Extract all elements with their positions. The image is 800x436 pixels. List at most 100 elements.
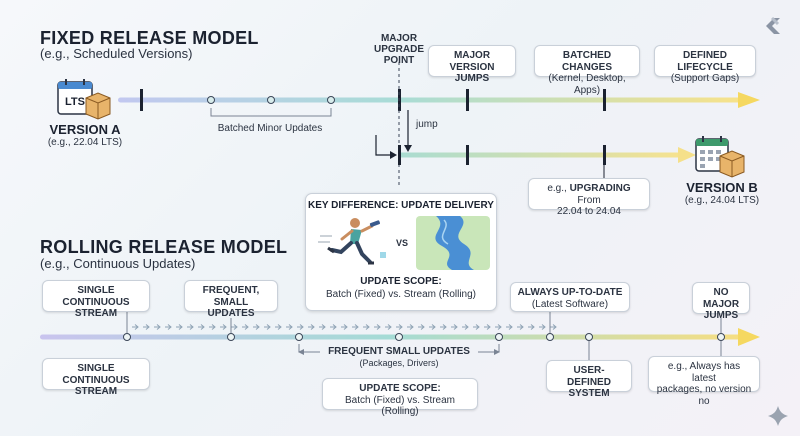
stream-chevron-head: [387, 324, 392, 330]
stream-chevron-head: [541, 324, 546, 330]
single-stream-top-box: SINGLE CONTINUOUS STREAM: [42, 280, 150, 319]
stream-chevron-head: [475, 324, 480, 330]
sparkle-logo-icon: [766, 404, 790, 428]
stream-chevron-head: [310, 324, 315, 330]
batched-minor-bracket: [210, 108, 332, 117]
stream-chevron-head: [497, 324, 502, 330]
major-version-jumps-box: MAJOR VERSION JUMPS: [428, 45, 516, 84]
stream-chevron-head: [486, 324, 491, 330]
major-upgrade-point-label: MAJOR UPGRADE POINT: [373, 33, 424, 66]
rolling-dot: [295, 333, 303, 341]
stream-chevron-head: [299, 324, 304, 330]
version-a-label: VERSION A: [49, 122, 121, 137]
frequent-small-updates-label: FREQUENT SMALL UPDATES (Packages, Driver…: [328, 346, 470, 368]
rolling-model-subtitle: (e.g., Continuous Updates): [40, 256, 196, 271]
rolling-dot: [495, 333, 503, 341]
stream-chevron-head: [134, 324, 139, 330]
stream-chevron-head: [431, 324, 436, 330]
minor-update-dot: [327, 96, 335, 104]
stream-chevron-head: [266, 324, 271, 330]
stream-chevron-head: [376, 324, 381, 330]
stream-chevron-head: [464, 324, 469, 330]
rolling-timeline-line: [40, 334, 740, 340]
stream-chevrons: [132, 324, 557, 330]
branch-arrow: [375, 135, 392, 156]
rolling-dot: [546, 333, 554, 341]
stream-chevron-head: [420, 324, 425, 330]
stream-chevron-head: [453, 324, 458, 330]
fixed-tick: [140, 89, 143, 111]
stream-chevron-head: [409, 324, 414, 330]
calendar-box-icon-b: [694, 134, 746, 178]
batched-minor-label: Batched Minor Updates: [217, 123, 323, 134]
fixed-model-subtitle: (e.g., Scheduled Versions): [40, 46, 193, 61]
river-icon: [416, 216, 490, 270]
rolling-dot: [123, 333, 131, 341]
single-stream-bottom-box: SINGLE CONTINUOUS STREAM: [42, 358, 150, 397]
upgrading-box: e.g., UPGRADING From 22.04 to 24.04: [528, 178, 650, 217]
rolling-dot: [395, 333, 403, 341]
minor-update-dot: [207, 96, 215, 104]
stream-chevron-head: [530, 324, 535, 330]
user-defined-system-box: USER-DEFINED SYSTEM: [546, 360, 632, 399]
fixed-model-title: FIXED RELEASE MODEL: [40, 28, 259, 48]
stream-chevron-head: [233, 324, 238, 330]
stream-chevron-head: [442, 324, 447, 330]
version-a-detail: (e.g., 22.04 LTS): [47, 137, 123, 148]
rolling-timeline-arrowhead: [738, 328, 760, 346]
fixed-tick: [466, 145, 469, 165]
stream-chevron-head: [365, 324, 370, 330]
stream-chevron-head: [354, 324, 359, 330]
stream-chevron-head: [277, 324, 282, 330]
frequent-small-box: FREQUENT, SMALL UPDATES: [184, 280, 278, 319]
stream-chevron-head: [167, 324, 172, 330]
no-major-jumps-box: NO MAJOR JUMPS: [692, 282, 750, 321]
key-difference-panel: KEY DIFFERENCE: UPDATE DELIVERY VS UPDAT…: [305, 193, 497, 311]
stream-chevron-head: [552, 324, 557, 330]
brand-logo-icon: [760, 12, 786, 38]
stream-chevron-head: [343, 324, 348, 330]
svg-text:LTS: LTS: [65, 96, 85, 108]
fixed-timeline-arrowhead: [738, 92, 760, 108]
fixed-tick: [398, 145, 401, 165]
rolling-dot: [585, 333, 593, 341]
key-difference-title: KEY DIFFERENCE: UPDATE DELIVERY: [308, 200, 494, 211]
fixed-tick: [603, 89, 606, 111]
fixed-tick: [466, 89, 469, 111]
jump-label: jump: [416, 119, 438, 130]
vs-label: VS: [396, 238, 409, 248]
stream-chevron-head: [508, 324, 513, 330]
stream-chevron-head: [398, 324, 403, 330]
calendar-box-icon: LTS: [56, 76, 112, 120]
stream-chevron-head: [332, 324, 337, 330]
stream-chevron-head: [189, 324, 194, 330]
fixed-tick: [603, 145, 606, 165]
stream-chevron-head: [321, 324, 326, 330]
stream-chevron-head: [519, 324, 524, 330]
version-b-detail: (e.g., 24.04 LTS): [684, 195, 760, 206]
key-scope-detail: Batch (Fixed) vs. Stream (Rolling): [325, 289, 477, 300]
minor-update-dot: [267, 96, 275, 104]
rolling-dot: [717, 333, 725, 341]
rolling-scope-box: UPDATE SCOPE: Batch (Fixed) vs. Stream (…: [322, 378, 478, 417]
stream-chevron-head: [222, 324, 227, 330]
stream-chevron-head: [145, 324, 150, 330]
defined-lifecycle-box: DEFINED LIFECYCLE (Support Gaps): [654, 45, 756, 84]
stream-chevron-head: [156, 324, 161, 330]
batched-changes-box: BATCHED CHANGES (Kernel, Desktop, Apps): [534, 45, 640, 96]
stream-chevron-head: [200, 324, 205, 330]
fixed-timeline-line-2: [398, 152, 680, 158]
rolling-model-title: ROLLING RELEASE MODEL: [40, 237, 288, 257]
always-up-to-date-box: ALWAYS UP-TO-DATE (Latest Software): [510, 282, 630, 312]
rolling-dot: [227, 333, 235, 341]
key-scope-title: UPDATE SCOPE:: [360, 276, 442, 287]
version-b-label: VERSION B: [686, 180, 758, 195]
stream-chevron-head: [288, 324, 293, 330]
fixed-timeline-arrowhead-2: [678, 147, 696, 163]
stream-chevron-head: [255, 324, 260, 330]
stream-chevron-head: [244, 324, 249, 330]
runner-icon: [314, 214, 394, 270]
stream-chevron-head: [178, 324, 183, 330]
always-latest-box: e.g., Always has latest packages, no ver…: [648, 356, 760, 407]
